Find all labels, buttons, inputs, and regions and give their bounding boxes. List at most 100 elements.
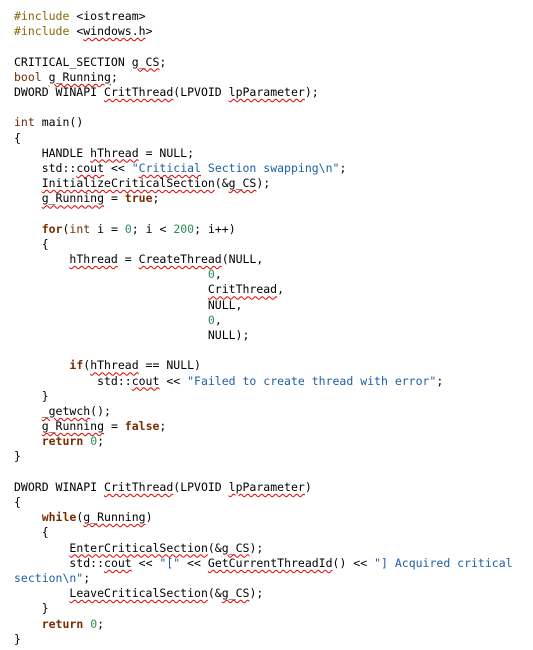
code-token: (&	[207, 540, 222, 555]
code-token: g_CS	[221, 586, 250, 601]
code-token: Criticial	[138, 160, 201, 175]
code-line: std::cout << "Failed to create thread wi…	[14, 374, 513, 389]
code-token	[14, 267, 208, 281]
code-token: int	[14, 115, 35, 130]
code-token: CritThread	[104, 84, 174, 99]
code-token: ;	[83, 570, 91, 585]
code-line: {	[14, 525, 513, 540]
code-token: ,	[214, 267, 222, 282]
code-token: >	[145, 24, 153, 39]
code-token: g_CS	[131, 54, 160, 69]
code-token: <<	[104, 160, 132, 175]
code-token: {	[14, 130, 21, 145]
code-token: NULL,	[14, 297, 243, 312]
code-token: ;	[436, 373, 444, 388]
code-line: }	[14, 449, 513, 464]
code-token: NULL);	[14, 327, 250, 342]
code-token: if	[69, 358, 84, 373]
code-token: (	[76, 510, 84, 525]
code-line: #include <iostream>	[14, 9, 513, 24]
code-line: HANDLE hThread = NULL;	[14, 146, 513, 161]
code-token: "] Acquired critical	[374, 555, 513, 570]
code-line	[14, 465, 513, 480]
code-token: return	[41, 616, 84, 631]
code-token: LeaveCriticalSection	[69, 586, 208, 601]
code-token	[14, 313, 208, 327]
code-token: hThread	[69, 252, 118, 266]
code-token: hThread	[90, 145, 139, 160]
code-token	[14, 358, 69, 372]
code-line: g_Running = true;	[14, 191, 513, 206]
code-token: CritThread	[104, 479, 174, 494]
code-line: return 0;	[14, 434, 513, 449]
code-token: ,	[214, 312, 222, 327]
code-token: (&	[214, 176, 229, 191]
code-token: =	[104, 191, 125, 206]
code-line: 0,	[14, 313, 513, 328]
code-token: std::	[14, 160, 77, 175]
code-token: ; i <	[131, 221, 174, 236]
code-token: == NULL)	[138, 358, 201, 373]
code-token: g_Running	[41, 419, 105, 434]
code-token: );	[256, 176, 271, 191]
code-line: EnterCriticalSection(&g_CS);	[14, 541, 513, 556]
code-token: 0	[90, 616, 98, 631]
code-token: )	[145, 510, 153, 525]
code-token: 0	[207, 312, 215, 327]
code-line: int main()	[14, 115, 513, 130]
code-token: {	[14, 236, 49, 251]
code-token: 0	[207, 267, 215, 282]
code-line: }	[14, 601, 513, 616]
code-token: GetCurrentThreadId	[207, 555, 333, 570]
code-token: ;	[152, 191, 160, 206]
code-line: CritThread,	[14, 282, 513, 297]
code-line: section\n";	[14, 571, 513, 586]
code-token: (NULL,	[221, 252, 264, 266]
code-line	[14, 100, 513, 115]
code-token	[14, 586, 69, 600]
code-token: HANDLE	[14, 145, 91, 160]
code-line: bool g_Running;	[14, 70, 513, 85]
code-token: );	[304, 84, 319, 99]
code-token: while	[41, 510, 77, 525]
code-token: g_Running	[41, 191, 105, 206]
code-token: main()	[34, 115, 84, 130]
code-line: _getwch();	[14, 404, 513, 419]
code-line: for(int i = 0; i < 200; i++)	[14, 222, 513, 237]
code-token: lpParameter	[228, 479, 305, 494]
code-token	[14, 252, 69, 266]
code-token: section\n"	[14, 570, 84, 585]
code-line: NULL,	[14, 298, 513, 313]
code-token: 0	[90, 434, 98, 449]
code-token: (	[62, 221, 70, 236]
code-token: (LPVOID	[173, 479, 229, 494]
code-token: g_CS	[221, 540, 250, 555]
code-token: CreateThread	[138, 252, 222, 266]
code-line	[14, 206, 513, 221]
code-token: lpParameter	[228, 84, 305, 99]
code-token: "Failed to create thread with error"	[187, 373, 437, 388]
code-line: NULL);	[14, 328, 513, 343]
code-token: EnterCriticalSection	[69, 540, 208, 555]
code-token: std::	[14, 373, 132, 388]
code-token: () <<	[332, 555, 375, 570]
code-token: }	[14, 631, 21, 646]
code-token: bool	[14, 69, 42, 84]
code-token: (&	[207, 586, 222, 601]
code-listing: #include <iostream>#include <windows.h>C…	[14, 9, 513, 647]
code-token	[14, 510, 42, 524]
code-line: {	[14, 237, 513, 252]
code-token	[14, 617, 42, 631]
code-token: }	[14, 388, 49, 403]
code-line: hThread = CreateThread(NULL,	[14, 252, 513, 267]
code-token: "	[131, 160, 139, 175]
code-token: );	[249, 540, 264, 555]
code-token: =	[117, 252, 139, 266]
code-token: return	[41, 434, 84, 449]
code-token: cout	[76, 160, 105, 175]
code-token	[14, 222, 42, 236]
code-token: windows.h	[83, 24, 146, 39]
code-token: for	[41, 221, 63, 236]
code-token: }	[14, 449, 21, 464]
code-token: ; i++)	[194, 221, 236, 236]
